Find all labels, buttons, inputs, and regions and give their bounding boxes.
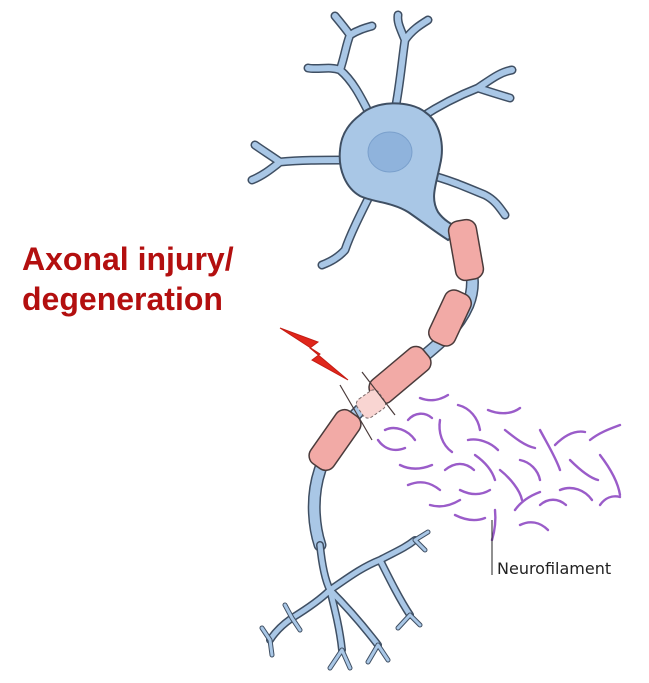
- neurofilament-strands: [378, 395, 620, 540]
- axon-terminals: [262, 532, 428, 668]
- myelin-segment: [447, 218, 485, 282]
- lightning-bolt-icon: [280, 328, 348, 380]
- injury-label-line2: degeneration: [22, 281, 223, 317]
- neurofilament-label: Neurofilament: [497, 559, 611, 578]
- myelin-segment: [305, 406, 365, 474]
- injury-label-line1: Axonal injury/: [22, 241, 234, 277]
- nucleus: [368, 132, 412, 172]
